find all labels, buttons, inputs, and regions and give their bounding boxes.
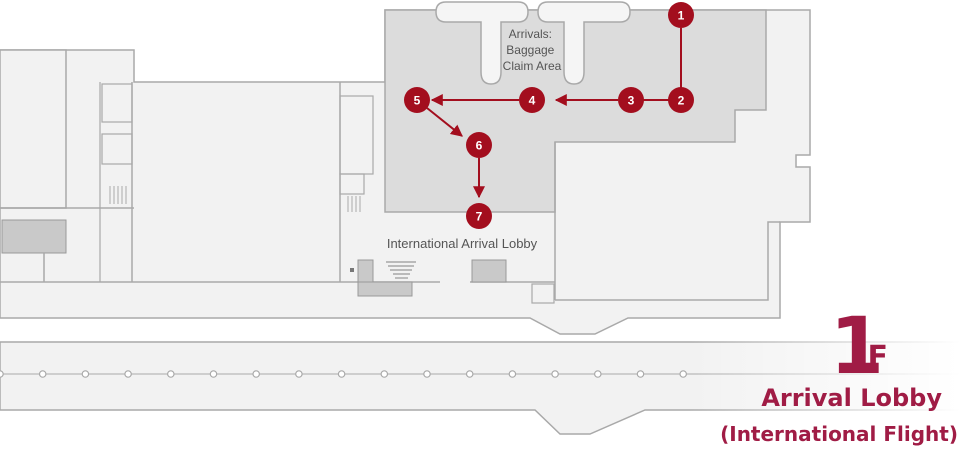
route-marker-4: 4 <box>519 87 545 113</box>
floor-name: Arrival Lobby <box>761 384 942 412</box>
route-marker-label: 4 <box>529 94 536 108</box>
baggage-label-line: Baggage <box>506 43 554 57</box>
route-marker-circle <box>466 132 492 158</box>
route-marker-7: 7 <box>466 203 492 229</box>
route-marker-circle <box>668 87 694 113</box>
route-marker-label: 5 <box>414 94 421 108</box>
route-marker-circle <box>404 87 430 113</box>
baggage-label-line: Claim Area <box>503 59 562 73</box>
corridor-post <box>81 370 90 378</box>
corridor-post <box>252 370 261 378</box>
corridor-post <box>508 370 517 378</box>
corridor-post <box>423 370 431 378</box>
route-marker-circle <box>466 203 492 229</box>
floor-subtitle: (International Flight) <box>720 422 958 446</box>
corridor-post <box>124 370 132 378</box>
baggage-carousel <box>435 1 631 85</box>
corridor-post <box>167 370 175 378</box>
corridor-post <box>337 370 346 378</box>
arrival-lobby-label: International Arrival Lobby <box>387 236 538 251</box>
corridor-post <box>295 370 303 378</box>
baggage-label-line: Arrivals: <box>509 27 552 41</box>
route-marker-label: 1 <box>678 9 685 23</box>
corridor-post <box>38 370 47 378</box>
corridor-post <box>679 370 688 378</box>
route-marker-label: 2 <box>678 94 685 108</box>
corridor-post <box>636 370 645 378</box>
route-segment <box>426 107 463 137</box>
title-fade <box>690 330 960 450</box>
route-markers: 1 2 3 4 5 6 7 <box>404 2 694 229</box>
floor-number: 1 <box>829 302 884 392</box>
route-marker-label: 3 <box>628 94 635 108</box>
route-marker-6: 6 <box>466 132 492 158</box>
route-marker-2: 2 <box>668 87 694 113</box>
baggage-claim-label: Arrivals: Baggage Claim Area <box>503 27 562 73</box>
corridor-post <box>465 370 474 378</box>
corridor-post <box>209 370 218 378</box>
route-marker-label: 6 <box>476 139 483 153</box>
corridor-post <box>0 370 4 378</box>
route-marker-3: 3 <box>618 87 644 113</box>
route-marker-label: 7 <box>476 210 483 224</box>
floor-title: 1 F Arrival Lobby (International Flight) <box>720 300 960 460</box>
corridor-post <box>551 370 559 378</box>
route-marker-1: 1 <box>668 2 694 28</box>
corridor-post <box>593 370 602 378</box>
route-marker-5: 5 <box>404 87 430 113</box>
route-marker-circle <box>618 87 644 113</box>
corridor-post <box>380 370 389 378</box>
route <box>426 28 682 199</box>
route-marker-circle <box>668 2 694 28</box>
floor-suffix: F <box>867 340 889 375</box>
route-marker-circle <box>519 87 545 113</box>
